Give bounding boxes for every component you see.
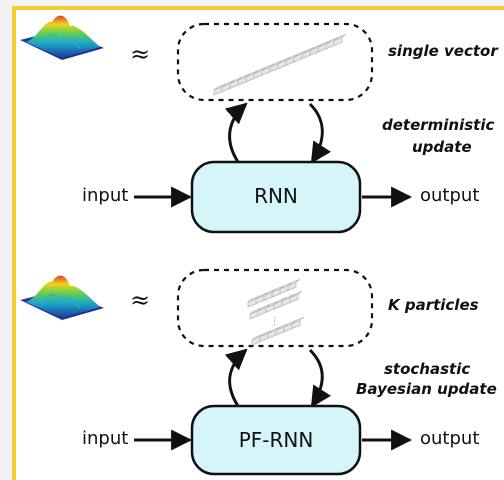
single-vector-label: single vector	[388, 42, 498, 60]
update-label: update	[412, 138, 472, 156]
stochastic-label: stochastic	[384, 360, 471, 378]
state-region-bottom	[176, 268, 374, 348]
vector-cell-top	[287, 278, 301, 286]
rnn-label: RNN	[254, 184, 298, 208]
approx-symbol-bottom: ≈	[130, 286, 151, 314]
vector-cell-top	[333, 33, 347, 41]
output-label-bottom: output	[420, 428, 480, 449]
input-label-bottom: input	[82, 428, 129, 449]
vector-cell-top	[289, 290, 303, 298]
state-to-rnn-arrow-down	[308, 102, 332, 164]
state-region-top	[176, 22, 374, 102]
input-label-top: input	[82, 185, 129, 206]
output-label-top: output	[420, 185, 480, 206]
panel-border	[12, 6, 504, 480]
deterministic-label: deterministic	[382, 116, 495, 134]
k-particles-label: K particles	[388, 296, 479, 314]
particles-to-pfrnn-arrow-up	[224, 348, 248, 407]
vector-bar	[213, 33, 347, 96]
ellipsis-dots: ⋮	[270, 317, 279, 327]
bayesian-update-label: Bayesian update	[356, 380, 497, 398]
vector-cell-top	[291, 316, 305, 324]
pfrnn-label: PF-RNN	[238, 428, 314, 452]
particles-to-pfrnn-arrow-down	[308, 348, 332, 408]
approx-symbol-top: ≈	[130, 40, 151, 68]
particle-bars: ⋮	[247, 278, 305, 346]
state-to-rnn-arrow-up	[224, 102, 248, 163]
surface-plot-icon-top	[20, 15, 104, 60]
surface-plot-icon-bottom	[20, 275, 104, 320]
